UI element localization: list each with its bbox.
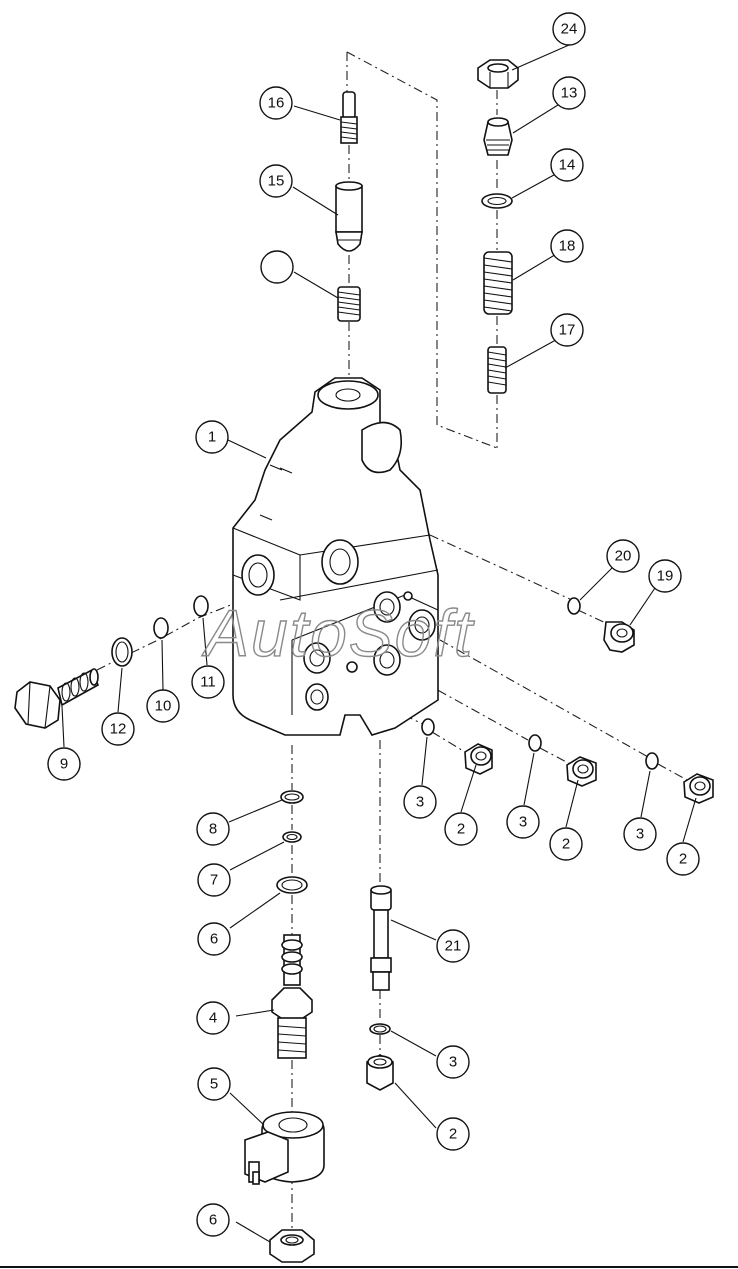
callout-3-d: 3 <box>436 1045 470 1079</box>
part-14-adjust-screw <box>483 117 513 156</box>
svg-text:3: 3 <box>416 794 424 811</box>
part-3-oring-d <box>369 1023 391 1035</box>
svg-text:3: 3 <box>519 814 527 831</box>
callout-11: 10 <box>146 689 180 723</box>
part-9-oring <box>280 790 304 804</box>
svg-text:19: 19 <box>657 568 674 585</box>
callout-2-d: 2 <box>436 1117 470 1151</box>
callout-21: 20 <box>606 539 640 573</box>
svg-text:13: 13 <box>561 85 578 102</box>
callout-18: 17 <box>550 313 584 347</box>
part-17-pin <box>340 91 358 144</box>
svg-text:18: 18 <box>559 238 576 255</box>
callout-24 <box>260 250 294 284</box>
callout-5: 4 <box>196 1001 230 1035</box>
part-2-plug-a <box>464 743 493 775</box>
svg-text:4: 4 <box>209 1010 217 1027</box>
callout-2-a: 2 <box>444 812 478 846</box>
part-3-oring-c <box>645 752 659 770</box>
part-2-plug-d <box>366 1054 394 1091</box>
callout-3-c: 3 <box>623 817 657 851</box>
svg-text:11: 11 <box>200 674 216 691</box>
part-23-hex-nut <box>477 59 519 89</box>
part-19-large-spring <box>483 251 513 315</box>
svg-text:15: 15 <box>268 173 285 190</box>
part-4-coil <box>244 1111 325 1185</box>
callout-3-b: 3 <box>506 805 540 839</box>
svg-text:3: 3 <box>449 1054 457 1071</box>
part-22-spool <box>370 885 392 991</box>
part-13-backup-ring <box>111 637 133 667</box>
svg-text:6: 6 <box>210 931 218 948</box>
callout-2-c: 2 <box>666 842 700 876</box>
callout-19: 18 <box>550 229 584 263</box>
callout-14: 13 <box>552 76 586 110</box>
svg-text:5: 5 <box>210 1076 218 1093</box>
svg-text:17: 17 <box>559 322 576 339</box>
svg-text:10: 10 <box>155 698 172 715</box>
part-3-oring-a <box>421 718 435 736</box>
svg-text:24: 24 <box>561 21 578 38</box>
svg-text:21: 21 <box>445 938 462 955</box>
svg-text:9: 9 <box>60 756 68 773</box>
callout-6-text: 6 <box>209 1212 217 1229</box>
callout-7: 6 <box>197 922 231 956</box>
callout-13: 12 <box>101 712 135 746</box>
svg-text:2: 2 <box>449 1126 457 1143</box>
callout-1: 1 <box>195 420 229 454</box>
svg-text:2: 2 <box>562 836 570 853</box>
svg-text:14: 14 <box>559 157 576 174</box>
part-24-spring <box>337 286 361 322</box>
leader-lines <box>61 44 697 1243</box>
callout-9: 8 <box>196 812 230 846</box>
svg-text:16: 16 <box>268 95 285 112</box>
svg-text:7: 7 <box>210 872 218 889</box>
part-15-washer <box>481 193 513 209</box>
callout-2-b: 2 <box>549 827 583 861</box>
part-11-oring <box>153 617 169 639</box>
part-5-solenoid-cartridge <box>271 934 313 1059</box>
callout-10: 9 <box>47 747 81 781</box>
svg-text:1: 1 <box>208 429 216 446</box>
callout-15: 14 <box>550 148 584 182</box>
svg-text:20: 20 <box>615 548 632 565</box>
part-3-oring-b <box>528 734 542 752</box>
svg-text:12: 12 <box>110 721 127 738</box>
callout-8: 7 <box>197 863 231 897</box>
part-1-valve-body <box>232 377 439 736</box>
callout-16: 15 <box>259 164 293 198</box>
part-21-oring <box>567 597 581 615</box>
callout-22: 21 <box>436 929 470 963</box>
callout-23: 24 <box>552 12 586 46</box>
svg-text:2: 2 <box>679 851 687 868</box>
callout-4: 5 <box>197 1067 231 1101</box>
part-2-plug-c <box>683 773 714 804</box>
part-10-relief-cartridge <box>14 668 100 729</box>
part-18-spring <box>487 346 507 394</box>
part-6-nut <box>269 1229 315 1263</box>
part-20-plug <box>603 621 635 653</box>
svg-text:3: 3 <box>636 826 644 843</box>
svg-text:2: 2 <box>457 821 465 838</box>
callout-12: 11 <box>191 665 225 699</box>
part-8-oring <box>282 831 302 843</box>
part-7-oring <box>276 876 308 894</box>
callout-bubbles: 24 13 14 18 17 16 15 1 20 19 11 10 12 9 … <box>47 12 700 1237</box>
callout-3-a: 3 <box>403 785 437 819</box>
watermark: AutoSoft <box>201 596 475 670</box>
part-12-oring <box>193 595 209 617</box>
callout-17: 16 <box>259 86 293 120</box>
callout-20: 19 <box>648 559 682 593</box>
part-2-plug-b <box>566 756 597 787</box>
part-16-plunger <box>335 181 363 252</box>
svg-text:8: 8 <box>209 821 217 838</box>
callout-6: 6 <box>196 1203 230 1237</box>
